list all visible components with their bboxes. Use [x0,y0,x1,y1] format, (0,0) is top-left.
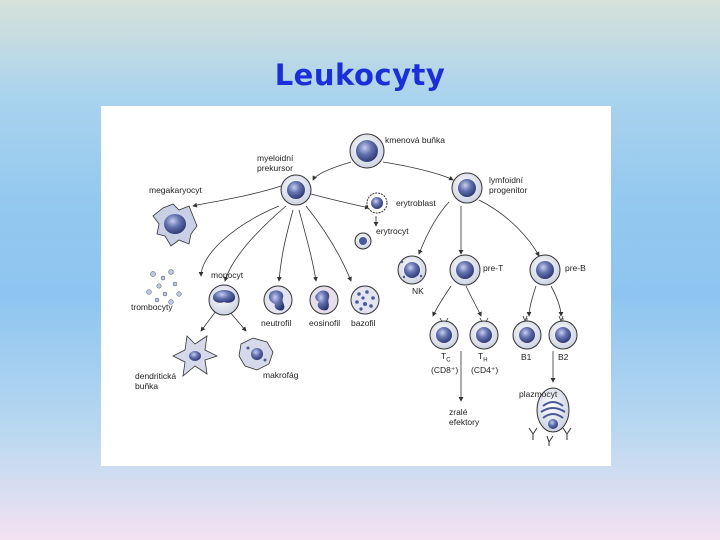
arrow-pret-to-tc [432,285,452,317]
erythroblast-cell [366,192,388,214]
arrow-myeloid-to-erythroblast [310,193,370,210]
dendritic-cell [172,335,219,377]
basophil-cell [350,285,380,315]
arrow-myeloid-to-monocyte [223,205,287,282]
tc-cell [429,317,459,350]
arrow-stem-to-myeloid [312,161,352,181]
label-plasmocyte: plazmocyt [519,389,558,399]
myeloid-precursor-cell [280,174,312,206]
label-platelets: trombocyty [131,302,173,312]
stem-cell [349,133,385,169]
eosinophil-cell [309,285,339,315]
plasmocyte-cell [536,387,570,433]
arrow-preb-to-b2 [550,285,564,317]
diagram-graphics [146,133,578,446]
label-eosinophil: eosinofil [309,318,341,328]
label-stem-cell: kmenová buňka [385,135,446,145]
arrow-preb-to-b1 [526,285,537,317]
label-cd8: (CD8⁺) [431,365,459,375]
label-tc: TC [441,351,451,364]
label-megakaryocyte: megakaryocyt [149,185,202,195]
label-neutrophil: neutrofil [261,318,292,328]
arrow-myeloid-to-eosinophil [298,209,318,282]
arrow-monocyte-to-dendritic [200,310,217,332]
label-pre-t: pre-T [483,263,504,273]
platelets [146,269,182,305]
arrow-myeloid-to-platelets [198,205,280,277]
arrow-monocyte-to-macrophage [228,310,247,332]
arrow-stem-to-lymphoid [382,161,454,181]
neutrophil-cell [263,285,293,315]
erythrocyte-cell [354,232,372,250]
pre-b-cell [529,254,561,286]
lineage-arrows [192,161,564,402]
label-basophil: bazofil [351,318,376,328]
arrow-myeloid-to-megakaryocyte [192,185,282,208]
antibodies [528,427,572,446]
arrow-lymphoid-to-preb [478,199,540,257]
megakaryocyte-cell [152,203,198,247]
label-th: TH [478,351,488,364]
label-monocyte: monocyt [211,270,244,280]
nk-cell [397,255,427,285]
b2-cell [548,315,578,350]
monocyte-cell [208,284,240,316]
pre-t-cell [449,254,481,286]
arrow-pret-to-th [465,285,482,317]
arrow-myeloid-to-neutrophil [276,209,294,282]
label-b1: B1 [521,352,532,362]
label-erythrocyte: erytrocyt [376,226,409,236]
label-b2: B2 [558,352,569,362]
label-nk: NK [412,286,424,296]
lymphoid-progenitor-cell [451,172,483,204]
label-erythroblast: erytroblast [396,198,436,208]
label-cd4: (CD4⁺) [471,365,499,375]
slide-title: Leukocyty [274,58,446,92]
b1-cell [512,315,542,350]
macrophage-cell [238,337,274,371]
th-cell [469,317,499,350]
arrow-myeloid-to-basophil [305,205,352,282]
label-pre-b: pre-B [565,263,586,273]
label-macrophage: makrofág [263,370,299,380]
arrow-lymphoid-to-nk [418,201,450,255]
